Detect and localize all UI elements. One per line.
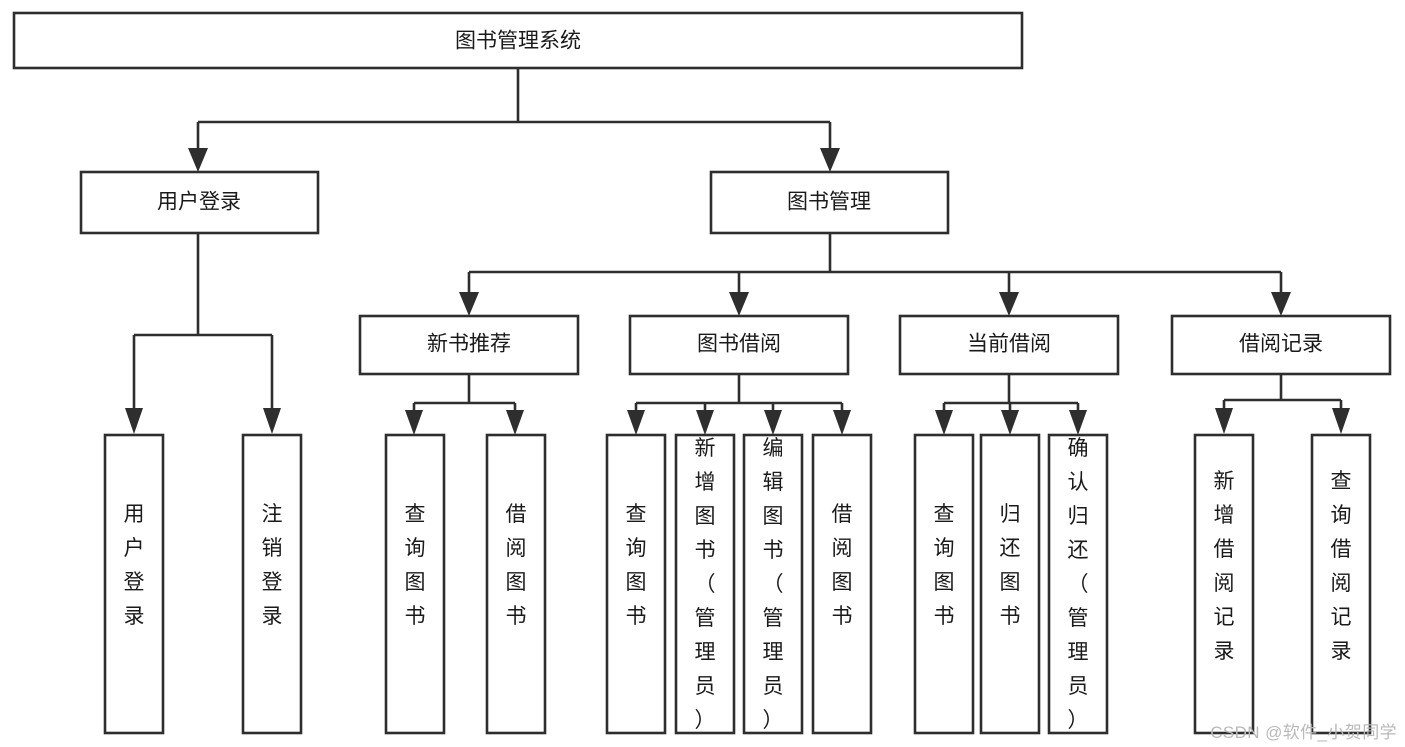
node-current[interactable]: 当前借阅 (898, 314, 1120, 376)
node-box (358, 314, 580, 376)
node-box (913, 433, 975, 735)
node-box (1047, 433, 1109, 735)
node-leaf-query-book-1[interactable]: 查询图书 (384, 433, 446, 735)
node-label: 图书借阅 (697, 333, 781, 356)
node-label: 当前借阅 (967, 333, 1051, 356)
node-borrow[interactable]: 图书借阅 (628, 314, 850, 376)
node-box (485, 433, 547, 735)
node-label: 用户登录 (124, 503, 145, 628)
node-leaf-return-book[interactable]: 归还图书 (979, 433, 1041, 735)
node-label: 查询图书 (405, 503, 426, 628)
node-label: 图书管理系统 (455, 30, 581, 53)
arrow-head-icon (405, 410, 423, 435)
node-label: 图书管理 (787, 191, 871, 214)
node-label: 借阅记录 (1239, 333, 1323, 356)
node-label: 注销登录 (262, 503, 283, 628)
arrow-head-icon (125, 408, 143, 434)
arrow-head-icon (833, 410, 851, 435)
node-label: 确认归还（管理员） (1068, 437, 1089, 732)
node-records[interactable]: 借阅记录 (1170, 314, 1392, 376)
connectors-layer (125, 68, 1350, 435)
node-label: 查询图书 (934, 503, 955, 628)
node-root[interactable]: 图书管理系统 (12, 11, 1024, 70)
node-box (605, 433, 667, 735)
node-box (1310, 433, 1372, 735)
node-label: 新增借阅记录 (1214, 470, 1235, 663)
node-label: 新书推荐 (427, 333, 511, 356)
node-leaf-query-book-2[interactable]: 查询图书 (605, 433, 667, 735)
node-bookmgmt[interactable]: 图书管理 (709, 170, 950, 235)
node-box (674, 433, 736, 735)
node-label: 归还图书 (1000, 503, 1021, 628)
node-box (103, 433, 165, 735)
arrow-head-icon (506, 410, 524, 435)
node-leaf-add-borrow-record[interactable]: 新增借阅记录 (1193, 433, 1255, 735)
arrow-head-icon (1069, 410, 1087, 435)
node-box (1193, 433, 1255, 735)
csdn-watermark: CSDN @软件_小贺同学 (1210, 723, 1397, 742)
arrow-head-icon (935, 410, 953, 435)
node-leaf-borrow-book-1[interactable]: 借阅图书 (485, 433, 547, 735)
node-box (1170, 314, 1392, 376)
arrow-head-icon (263, 408, 281, 434)
node-label: 新增图书（管理员） (695, 437, 716, 732)
arrow-head-icon (459, 292, 479, 316)
node-box (898, 314, 1120, 376)
node-box (384, 433, 446, 735)
node-label: 编辑图书（管理员） (763, 437, 784, 732)
arrow-head-icon (188, 148, 208, 172)
node-newbook[interactable]: 新书推荐 (358, 314, 580, 376)
arrow-head-icon (627, 410, 645, 435)
node-leaf-borrow-book-2[interactable]: 借阅图书 (811, 433, 873, 735)
arrow-head-icon (1332, 408, 1350, 434)
arrow-head-icon (729, 292, 749, 316)
arrow-head-icon (1271, 292, 1291, 316)
node-box (79, 170, 320, 235)
arrow-head-icon (820, 148, 840, 172)
node-label: 借阅图书 (506, 503, 527, 628)
node-box (742, 433, 804, 735)
arrow-head-icon (1215, 408, 1233, 434)
node-label: 查询借阅记录 (1331, 470, 1352, 663)
node-login[interactable]: 用户登录 (79, 170, 320, 235)
arrow-head-icon (764, 410, 782, 435)
node-box (811, 433, 873, 735)
node-box (12, 11, 1024, 70)
node-label: 借阅图书 (832, 503, 853, 628)
node-label: 查询图书 (626, 503, 647, 628)
node-leaf-edit-book-admin[interactable]: 编辑图书（管理员） (742, 433, 804, 735)
arrow-head-icon (1001, 410, 1019, 435)
node-leaf-add-book-admin[interactable]: 新增图书（管理员） (674, 433, 736, 735)
node-box (979, 433, 1041, 735)
node-leaf-confirm-return-admin[interactable]: 确认归还（管理员） (1047, 433, 1109, 735)
node-box (628, 314, 850, 376)
arrow-head-icon (999, 292, 1019, 316)
node-leaf-logout[interactable]: 注销登录 (241, 433, 303, 735)
node-leaf-user-login[interactable]: 用户登录 (103, 433, 165, 735)
node-box (709, 170, 950, 235)
node-leaf-query-book-3[interactable]: 查询图书 (913, 433, 975, 735)
node-leaf-query-borrow-record[interactable]: 查询借阅记录 (1310, 433, 1372, 735)
node-box (241, 433, 303, 735)
arrow-head-icon (696, 410, 714, 435)
node-label: 用户登录 (157, 191, 241, 214)
